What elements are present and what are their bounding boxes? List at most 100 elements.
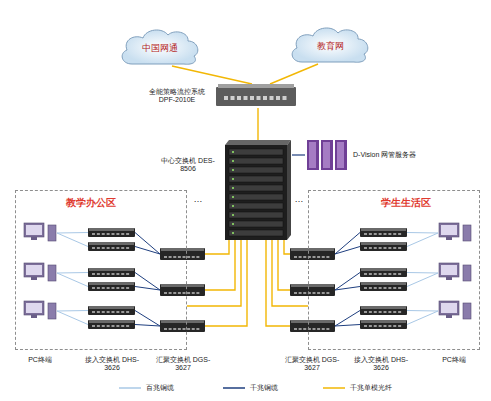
switch-port	[121, 325, 124, 327]
switch-port	[388, 233, 391, 235]
switch-body	[88, 228, 135, 237]
switch-port	[173, 328, 176, 330]
access-switch	[88, 282, 135, 291]
switch-port	[116, 311, 119, 313]
switch-port	[97, 325, 100, 327]
switch-top	[89, 228, 134, 231]
gigabit-copper-line	[135, 287, 160, 291]
fast-copper-line	[57, 233, 88, 247]
text-box: 教育网	[296, 36, 364, 56]
switch-top	[361, 228, 406, 231]
device-port	[263, 96, 267, 100]
switch-port	[102, 325, 105, 327]
chassis-slot	[229, 212, 283, 218]
switch-port	[303, 292, 306, 294]
access-switch	[88, 242, 135, 251]
firewall-device: 全能策略流控系统 DPF-2010E	[140, 84, 298, 108]
switch-body	[360, 268, 407, 277]
pc-monitor	[439, 263, 459, 277]
switch-port	[322, 328, 325, 330]
switch-port	[299, 292, 302, 294]
switch-port	[196, 328, 199, 330]
pc-screen	[441, 225, 457, 235]
pc-tower	[463, 265, 471, 281]
gigabit-copper-line	[135, 233, 160, 255]
zone-title: 学生生活区	[371, 197, 441, 209]
text-box: 中国网通	[126, 38, 194, 58]
switch-port	[126, 311, 129, 313]
text-box: 教学办公区	[56, 196, 126, 210]
switch-port	[313, 328, 316, 330]
switch-port	[379, 273, 382, 275]
column-label: 接入交换机 DHS-3626	[351, 356, 411, 373]
switch-port	[379, 233, 382, 235]
pc-terminal	[24, 263, 56, 281]
switch-port	[97, 247, 100, 249]
switch-top	[89, 282, 134, 285]
pc-tower	[463, 303, 471, 319]
legend-line-sample	[322, 384, 346, 392]
zone-region: 学生生活区	[308, 190, 480, 350]
switch-port	[379, 247, 382, 249]
switch-port	[388, 273, 391, 275]
switch-top	[89, 320, 134, 323]
chassis-led	[232, 214, 234, 216]
switch-port	[126, 273, 129, 275]
switch-port	[393, 287, 396, 289]
fiber-link	[272, 240, 308, 306]
switch-port	[299, 256, 302, 258]
switch-port	[322, 256, 325, 258]
switch-port	[384, 273, 387, 275]
text-box: 中心交换机 DES-8506	[155, 152, 221, 178]
text-box: 学生生活区	[371, 196, 441, 210]
device-port	[257, 96, 261, 100]
gigabit-copper-line	[335, 287, 360, 291]
gigabit-copper-line	[335, 311, 360, 327]
switch-port	[107, 233, 110, 235]
switch-port	[369, 247, 372, 249]
switch-port	[393, 233, 396, 235]
device-port	[270, 96, 274, 100]
network-cloud: 教育网	[288, 24, 372, 64]
switch-port	[364, 325, 367, 327]
switch-port	[107, 287, 110, 289]
switch-port	[398, 233, 401, 235]
chassis-slot	[229, 230, 283, 236]
column-label: PC终端	[432, 356, 476, 364]
fiber-line	[284, 240, 290, 254]
legend-line-sample	[222, 384, 246, 392]
switch-port	[92, 325, 95, 327]
switch-port	[187, 292, 190, 294]
switch-top	[89, 268, 134, 271]
chassis-led	[232, 187, 234, 189]
device-body	[216, 87, 296, 106]
switch-port	[102, 311, 105, 313]
text-box: D-Vision 网管服务器	[353, 138, 468, 172]
device-port	[276, 96, 280, 100]
switch-port	[126, 247, 129, 249]
aggregation-switch	[290, 320, 335, 332]
switch-port	[398, 287, 401, 289]
switch-port	[317, 328, 320, 330]
switch-port	[294, 328, 297, 330]
switch-port	[178, 292, 181, 294]
switch-port	[393, 247, 396, 249]
chassis-side	[287, 140, 291, 240]
switch-port	[183, 328, 186, 330]
chassis-slot	[229, 203, 283, 209]
pc-monitor	[439, 223, 459, 237]
switch-port	[183, 292, 186, 294]
switch-body	[160, 320, 205, 332]
gigabit-copper-line	[135, 325, 160, 327]
switch-top	[89, 242, 134, 245]
aggregation-switch	[160, 248, 205, 260]
switch-port	[317, 292, 320, 294]
switch-port	[374, 287, 377, 289]
chassis-slot	[229, 167, 283, 173]
gigabit-copper-line	[135, 311, 160, 327]
chassis-front	[225, 145, 287, 240]
pc-stand	[446, 237, 452, 240]
chassis-slot	[229, 185, 283, 191]
switch-port	[187, 256, 190, 258]
pc-screen	[26, 265, 42, 275]
